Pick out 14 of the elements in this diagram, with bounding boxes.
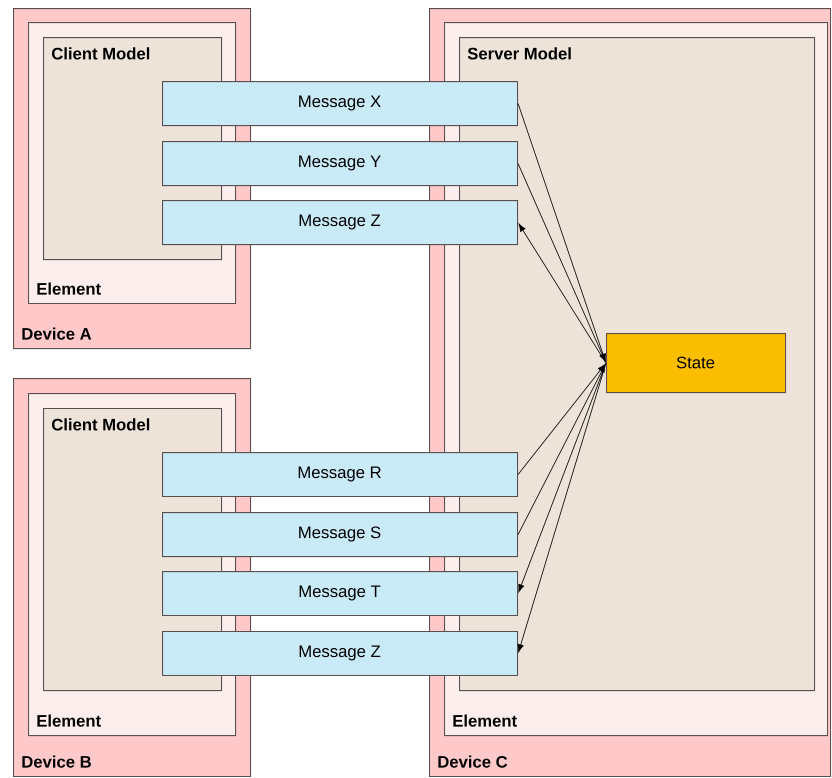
message-box: Message T (162, 571, 518, 616)
message-box: Message Z (162, 631, 518, 676)
message-box: Message X (162, 81, 518, 126)
arrow (518, 362, 606, 592)
state-box: State (606, 333, 786, 394)
arrow (518, 163, 606, 362)
message-box: Message Y (162, 141, 518, 186)
arrow (518, 364, 606, 535)
arrow (518, 362, 606, 652)
arrow (518, 224, 606, 364)
message-box: Message S (162, 512, 518, 558)
arrow (518, 103, 606, 362)
message-box: Message Z (162, 200, 518, 246)
message-box: Message R (162, 452, 518, 498)
